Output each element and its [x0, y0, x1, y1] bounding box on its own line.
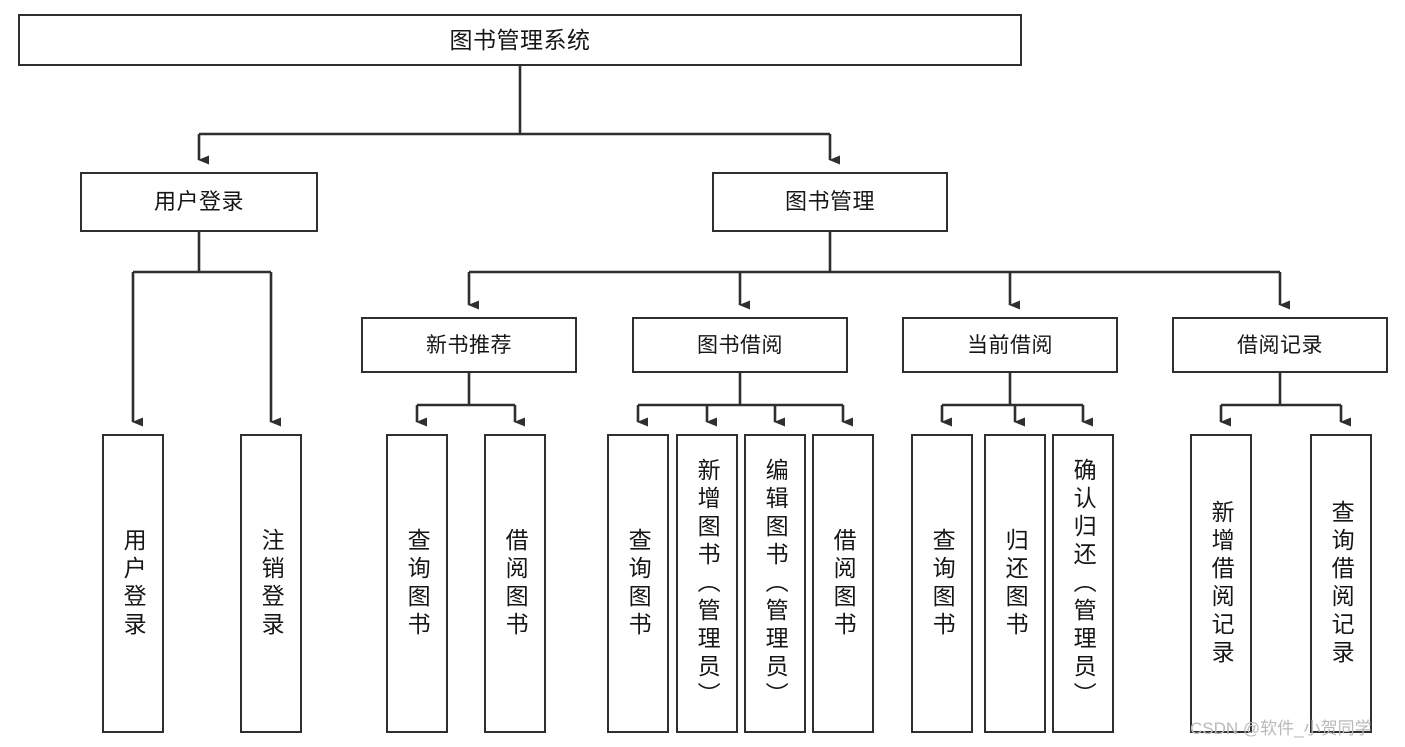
- leaf-return-book[interactable]: 归还图书: [984, 434, 1046, 733]
- node-new-book-recommend[interactable]: 新书推荐: [361, 317, 577, 373]
- node-label: 新书推荐: [426, 333, 512, 357]
- leaf-edit-book-admin[interactable]: 编辑图书（管理员）: [744, 434, 806, 733]
- edges-borrow-record-to-leaves: [1219, 373, 1351, 427]
- node-label: 当前借阅: [967, 333, 1053, 357]
- leaf-query-book-borrow[interactable]: 查询图书: [607, 434, 669, 733]
- node-label: 新增借阅记录: [1208, 499, 1235, 668]
- leaf-add-book-admin[interactable]: 新增图书（管理员）: [676, 434, 738, 733]
- node-label: 确认归还（管理员）: [1070, 457, 1097, 710]
- edges-root-to-level2: [197, 66, 840, 165]
- leaf-user-login[interactable]: 用户登录: [102, 434, 164, 733]
- node-user-login[interactable]: 用户登录: [80, 172, 318, 232]
- leaf-query-book-current[interactable]: 查询图书: [911, 434, 973, 733]
- node-current-borrow[interactable]: 当前借阅: [902, 317, 1118, 373]
- node-label: 用户登录: [153, 189, 244, 214]
- node-label: 图书管理系统: [449, 26, 591, 53]
- node-label: 借阅记录: [1237, 333, 1323, 357]
- node-label: 借阅图书: [502, 527, 529, 640]
- node-label: 查询借阅记录: [1328, 499, 1355, 668]
- edges-book-manage-to-level3: [467, 232, 1290, 310]
- edges-current-borrow-to-leaves: [940, 373, 1093, 427]
- node-label: 查询图书: [404, 527, 431, 640]
- edges-book-borrow-to-leaves: [636, 373, 853, 427]
- leaf-query-book-recommend[interactable]: 查询图书: [386, 434, 448, 733]
- leaf-borrow-book[interactable]: 借阅图书: [812, 434, 874, 733]
- leaf-borrow-book-recommend[interactable]: 借阅图书: [484, 434, 546, 733]
- node-label: 图书管理: [784, 189, 875, 214]
- node-book-manage[interactable]: 图书管理: [712, 172, 948, 232]
- node-label: 用户登录: [120, 527, 147, 640]
- edges-new-book-rec-to-leaves: [415, 373, 525, 427]
- node-label: 新增图书（管理员）: [694, 457, 721, 710]
- node-borrow-record[interactable]: 借阅记录: [1172, 317, 1388, 373]
- node-label: 查询图书: [929, 527, 956, 640]
- leaf-logout-login[interactable]: 注销登录: [240, 434, 302, 733]
- leaf-confirm-return-admin[interactable]: 确认归还（管理员）: [1052, 434, 1114, 733]
- node-label: 编辑图书（管理员）: [762, 457, 789, 710]
- node-label: 注销登录: [258, 527, 285, 640]
- edges-user-login-to-leaves: [131, 232, 281, 427]
- node-label: 图书借阅: [697, 333, 783, 357]
- leaf-query-borrow-record[interactable]: 查询借阅记录: [1310, 434, 1372, 733]
- node-label: 查询图书: [625, 527, 652, 640]
- node-book-borrow[interactable]: 图书借阅: [632, 317, 848, 373]
- leaf-add-borrow-record[interactable]: 新增借阅记录: [1190, 434, 1252, 733]
- node-root-system[interactable]: 图书管理系统: [18, 14, 1022, 66]
- node-label: 归还图书: [1002, 527, 1029, 640]
- node-label: 借阅图书: [830, 527, 857, 640]
